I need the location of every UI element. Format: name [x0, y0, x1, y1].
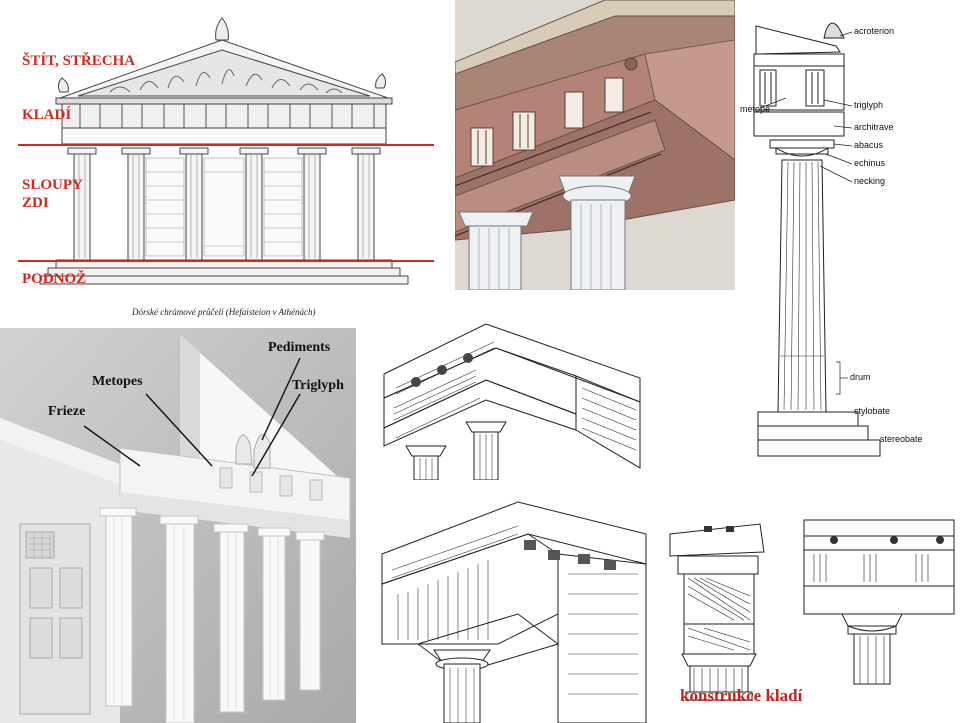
label-frieze: Frieze [48, 404, 86, 419]
label-necking: necking [854, 176, 886, 186]
label-entablature: KLADÍ [22, 107, 72, 123]
label-pediments: Pediments [268, 340, 331, 355]
label-abacus: abacus [854, 140, 884, 150]
model-render-panel: Pediments Metopes Triglyph Frieze [0, 328, 356, 723]
sketch-corner-top-drawing [383, 323, 641, 480]
label-triglyph-diagram: triglyph [854, 100, 884, 110]
label-echinus: echinus [854, 158, 886, 168]
sketch-corner-bottom-panel [378, 494, 650, 723]
entablature-construction-drawing [669, 519, 955, 701]
construction-title: konstrukce kladí [680, 686, 803, 705]
label-metopes: Metopes [92, 374, 143, 389]
label-walls: ZDI [22, 195, 49, 211]
divider-line-base [18, 260, 434, 262]
sketch-corner-top-panel [376, 318, 644, 480]
label-base: PODNOŽ [22, 271, 87, 287]
label-stereobate: stereobate [880, 434, 923, 444]
column-diagram-panel: acroterion triglyph metope architrave ab… [740, 0, 960, 470]
sketch-corner-bottom-drawing [381, 501, 647, 723]
label-metope: metope [740, 104, 771, 114]
column-diagram-drawing [753, 22, 881, 457]
divider-line-entablature [18, 144, 434, 146]
label-columns: SLOUPY [22, 177, 83, 193]
label-drum: drum [850, 372, 871, 382]
facade-panel: ŠTÍT, STŘECHA KLADÍ SLOUPY ZDI PODNOŽ Dó… [0, 0, 440, 325]
painted-entablature-drawing [455, 0, 735, 290]
label-acroterion: acroterion [854, 26, 895, 36]
label-architrave: architrave [854, 122, 894, 132]
painted-entablature-panel [455, 0, 735, 290]
label-pediment-roof: ŠTÍT, STŘECHA [22, 53, 136, 69]
label-stylobate: stylobate [854, 406, 891, 416]
facade-drawing [39, 17, 409, 285]
label-triglyph-render: Triglyph [292, 378, 344, 393]
model-render-drawing [0, 328, 356, 723]
facade-caption: Dórské chrámové průčelí (Hefaisteion v A… [132, 307, 316, 317]
entablature-construction-panel: konstrukce kladí [664, 512, 960, 723]
